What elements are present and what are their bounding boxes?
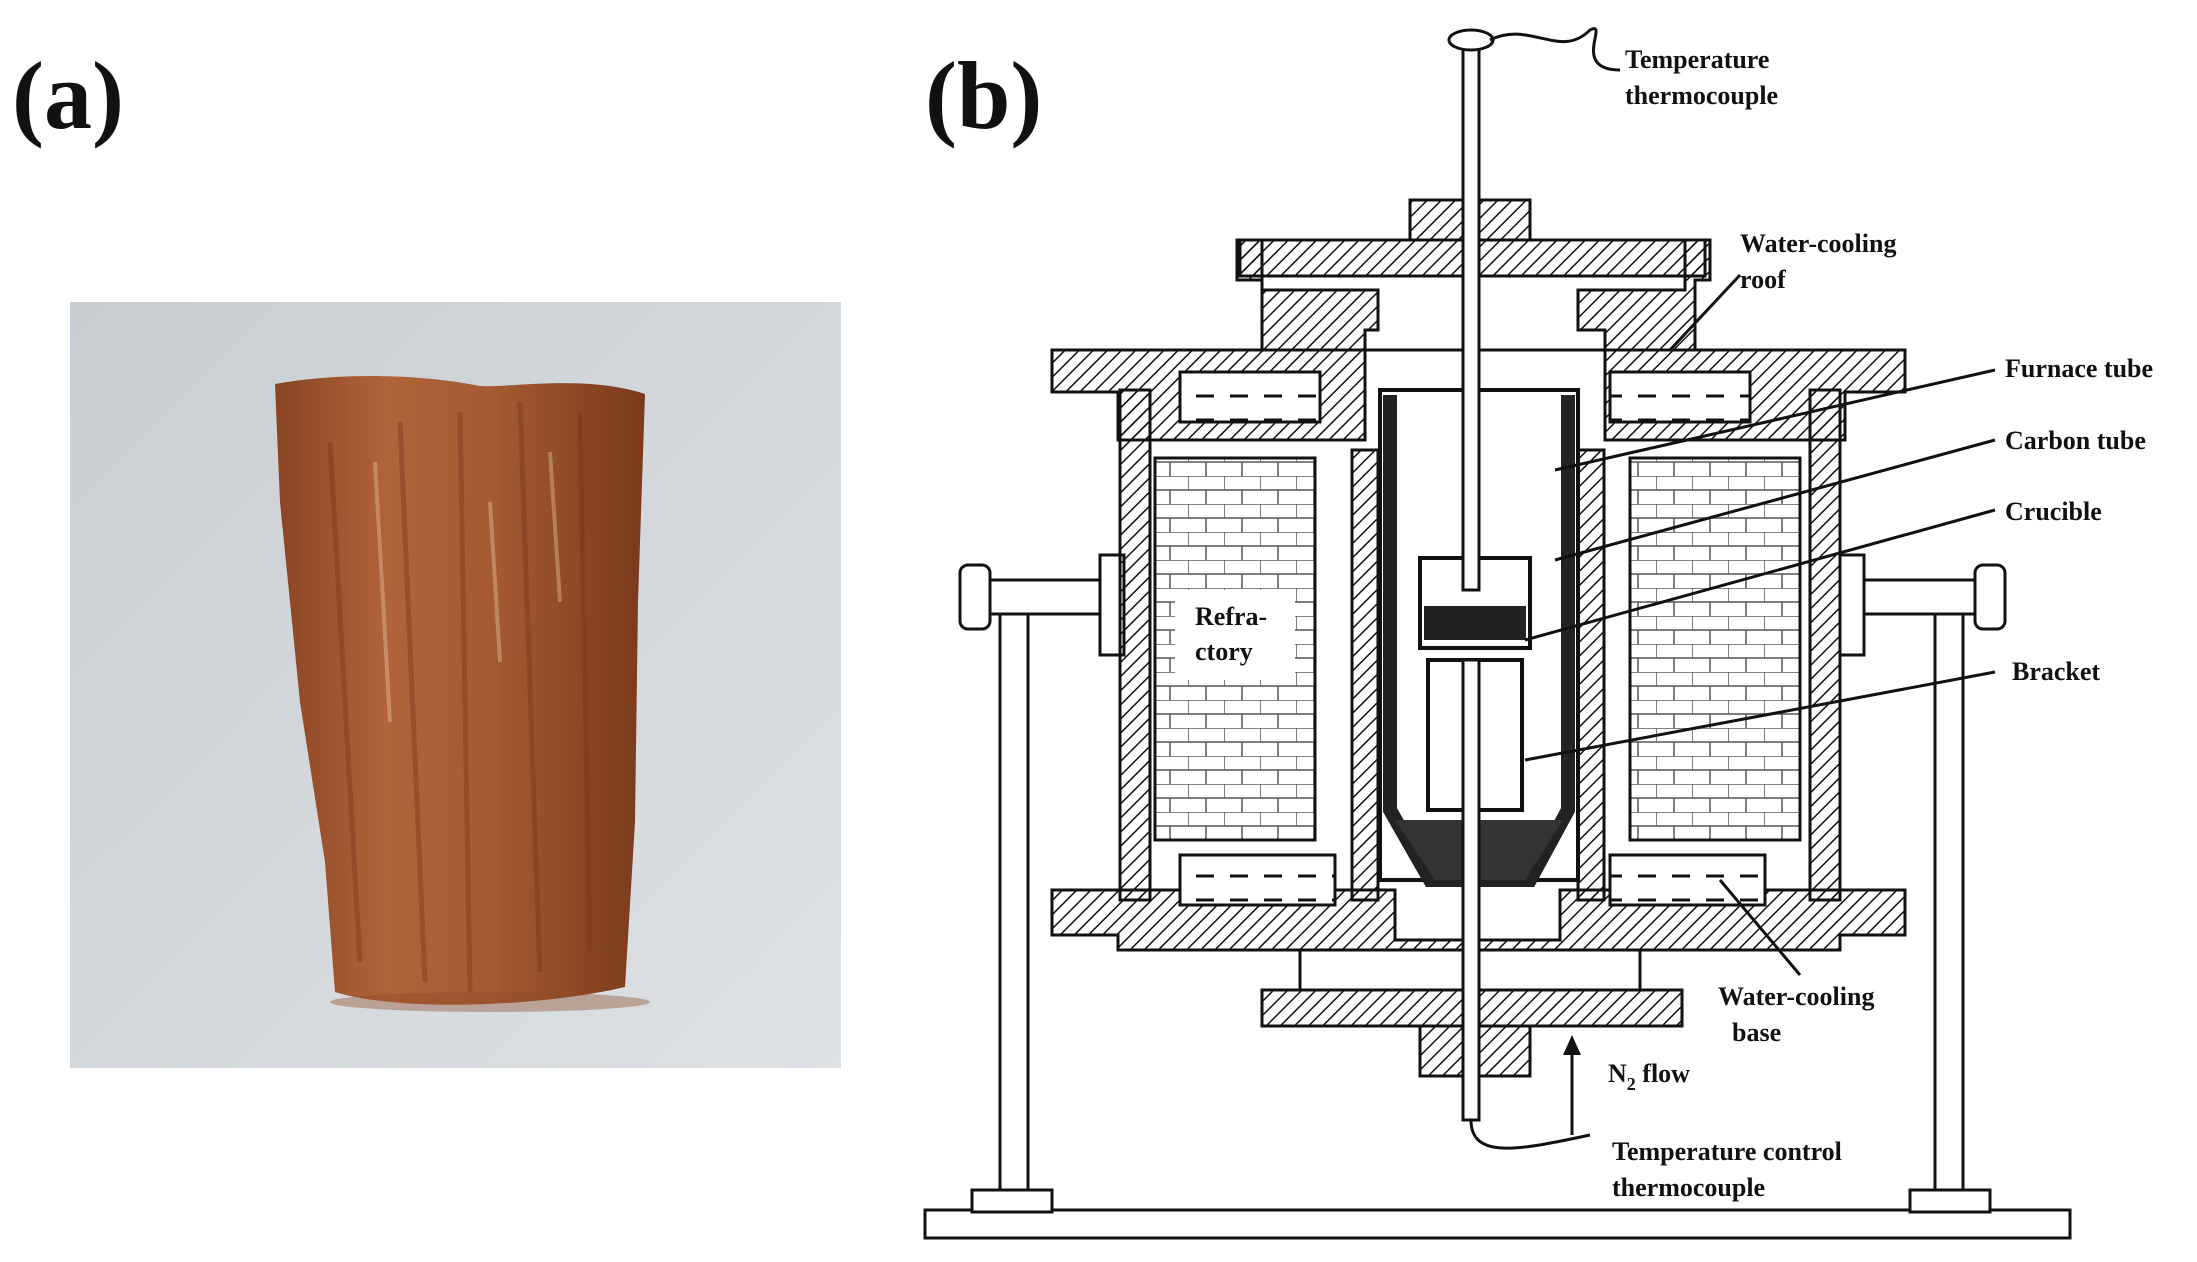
label-temperature-control-thermocouple: Temperature control thermocouple [1612, 1137, 1848, 1202]
bottom-thermocouple-wire [1469, 1119, 1591, 1150]
stand-foot-right [1908, 1188, 1992, 1214]
outer-wall-left [1118, 388, 1152, 902]
label-water-cooling-roof: Water-cooling roof [1740, 229, 1903, 294]
sample-highlights [373, 451, 562, 723]
leader-bracket [1524, 670, 1996, 762]
base-water-right [1608, 853, 1767, 907]
support-collar-right [1838, 553, 1866, 657]
label-temperature-thermocouple: Temperature thermocouple [1625, 45, 1778, 110]
outer-wall-right [1808, 388, 1842, 902]
leader-base [1718, 879, 1802, 976]
sample-photo [70, 302, 841, 1068]
leader-roof [1668, 273, 1742, 352]
support-knob-left [958, 563, 992, 631]
leader-crucible [1524, 508, 1996, 642]
label-refractory: Refra- ctory [1195, 602, 1274, 666]
top-thermocouple-head [1447, 28, 1495, 52]
sample-cylinder [275, 376, 645, 1005]
inner-wall-right [1576, 448, 1606, 902]
roof-water-right [1608, 370, 1752, 424]
label-crucible: Crucible [2005, 497, 2102, 526]
stand-foot-left [970, 1188, 1054, 1214]
roof-water-left [1178, 370, 1322, 424]
support-knob-right [1973, 563, 2007, 631]
leader-carbon-tube [1554, 438, 1996, 562]
label-n2-flow: N2 flow [1608, 1059, 1690, 1094]
label-bracket: Bracket [2012, 657, 2100, 686]
leader-furnace-tube [1554, 368, 1996, 472]
panel-a-label: (a) [12, 42, 124, 149]
n2-flow-arrowhead [1563, 1035, 1581, 1055]
crucible-melt [1424, 606, 1526, 640]
top-thermocouple-rod [1461, 38, 1481, 592]
refractory-label-box [1175, 590, 1295, 680]
sample-shadow [330, 992, 650, 1012]
refractory-right [1628, 456, 1802, 842]
support-arm-left [983, 578, 1107, 616]
label-water-cooling-base: Water-cooling base [1718, 982, 1881, 1047]
stand-post-left [998, 578, 1030, 1192]
sample-streaks [327, 401, 593, 993]
label-furnace-tube: Furnace tube [2005, 354, 2153, 383]
bottom-thermocouple-rod [1461, 658, 1481, 1122]
panel-b-label: (b) [925, 42, 1043, 149]
top-thermocouple-wire [1489, 27, 1621, 72]
label-carbon-tube: Carbon tube [2005, 426, 2146, 455]
base-water-left [1178, 853, 1337, 907]
support-arm-right [1858, 578, 1982, 616]
stand-post-right [1933, 578, 1965, 1192]
base-plate [923, 1208, 2072, 1240]
inner-wall-left [1350, 448, 1380, 902]
